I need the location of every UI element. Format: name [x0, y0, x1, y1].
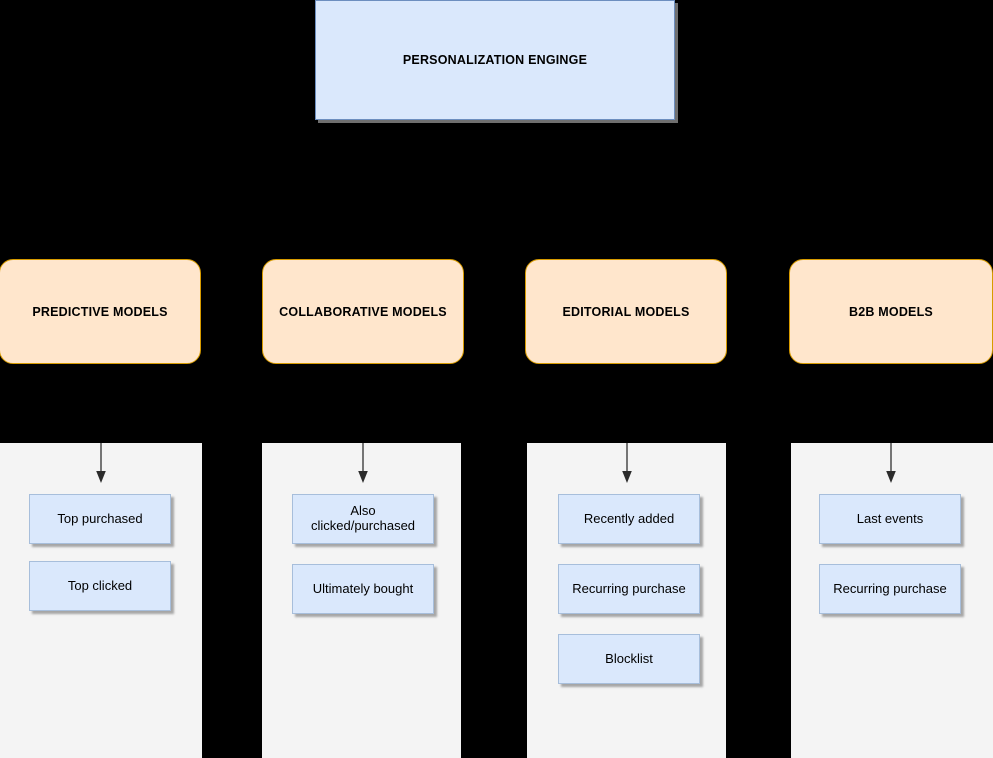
item-node[interactable]: Top clicked [29, 561, 171, 611]
item-node[interactable]: Top purchased [29, 494, 171, 544]
item-node-label: Recently added [583, 510, 675, 526]
item-node-label: Recurring purchase [833, 580, 947, 596]
item-node[interactable]: Ultimately bought [292, 564, 434, 614]
model-node-label: PREDICTIVE MODELS [32, 304, 168, 319]
item-node[interactable]: Last events [819, 494, 961, 544]
connector-arrow-column-3 [620, 443, 634, 485]
model-node-predictive[interactable]: PREDICTIVE MODELS [0, 259, 201, 364]
item-node[interactable]: Recurring purchase [558, 564, 700, 614]
model-node-b2b[interactable]: B2B MODELS [789, 259, 993, 364]
item-node[interactable]: Blocklist [558, 634, 700, 684]
item-node-label: Top purchased [57, 510, 143, 526]
model-node-collaborative[interactable]: COLLABORATIVE MODELS [262, 259, 464, 364]
item-node-label: Recurring purchase [572, 580, 686, 596]
personalization-engine-label: PERSONALIZATION ENGINGE [402, 53, 588, 67]
connector-arrow-column-4 [884, 443, 898, 485]
connector-arrow-column-1 [94, 443, 108, 485]
item-node-label: Blocklist [605, 650, 653, 666]
model-node-label: COLLABORATIVE MODELS [279, 304, 447, 319]
item-node[interactable]: Also clicked/purchased [292, 494, 434, 544]
item-node-label: Last events [856, 510, 924, 526]
connector-arrow-column-2 [356, 443, 370, 485]
item-node-label: Also clicked/purchased [310, 503, 416, 533]
item-node[interactable]: Recurring purchase [819, 564, 961, 614]
model-node-label: B2B MODELS [849, 304, 933, 319]
model-node-editorial[interactable]: EDITORIAL MODELS [525, 259, 727, 364]
item-node-label: Ultimately bought [312, 580, 414, 596]
item-node-label: Top clicked [67, 577, 133, 593]
model-node-label: EDITORIAL MODELS [562, 304, 690, 319]
item-node[interactable]: Recently added [558, 494, 700, 544]
personalization-engine-node[interactable]: PERSONALIZATION ENGINGE [315, 0, 675, 120]
